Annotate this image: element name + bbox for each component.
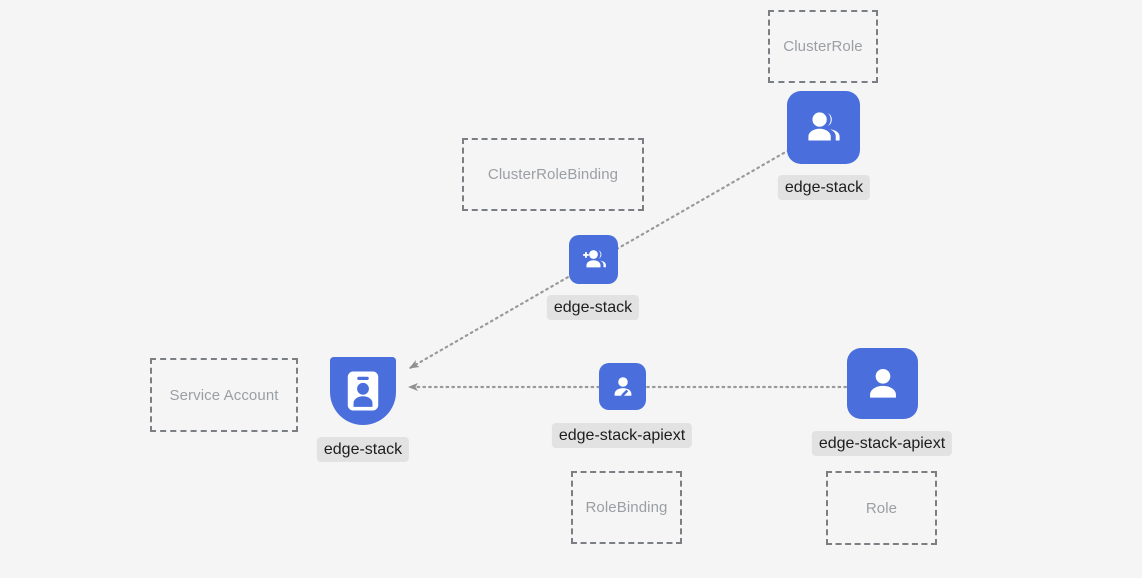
node-label-role: edge-stack-apiext (811, 431, 953, 456)
person-icon (862, 363, 904, 405)
kind-box-serviceaccount: Service Account (150, 358, 298, 432)
node-label-clusterrole: edge-stack (777, 175, 871, 200)
person-edit-icon (609, 373, 637, 401)
add-person-icon (579, 245, 609, 275)
node-rolebinding-edge-stack-apiext[interactable] (599, 363, 646, 410)
kind-box-clusterrolebinding: ClusterRoleBinding (462, 138, 644, 211)
id-badge-icon (344, 369, 382, 413)
kind-label-serviceaccount: Service Account (169, 386, 279, 404)
node-label-clusterrolebinding: edge-stack (546, 295, 640, 320)
kind-box-rolebinding: RoleBinding (571, 471, 682, 544)
kind-label-clusterrole: ClusterRole (783, 38, 863, 55)
group-people-icon (802, 106, 846, 150)
kind-label-clusterrolebinding: ClusterRoleBinding (487, 166, 619, 183)
kind-box-clusterrole: ClusterRole (768, 10, 878, 83)
node-serviceaccount-edge-stack[interactable] (330, 357, 396, 425)
node-label-rolebinding: edge-stack-apiext (551, 423, 693, 448)
node-label-serviceaccount: edge-stack (316, 437, 410, 462)
kind-label-role: Role (865, 499, 898, 517)
node-clusterrolebinding-edge-stack[interactable] (569, 235, 618, 284)
node-role-edge-stack-apiext[interactable] (847, 348, 918, 419)
kind-label-rolebinding: RoleBinding (585, 499, 668, 516)
node-clusterrole-edge-stack[interactable] (787, 91, 860, 164)
kind-box-role: Role (826, 471, 937, 545)
